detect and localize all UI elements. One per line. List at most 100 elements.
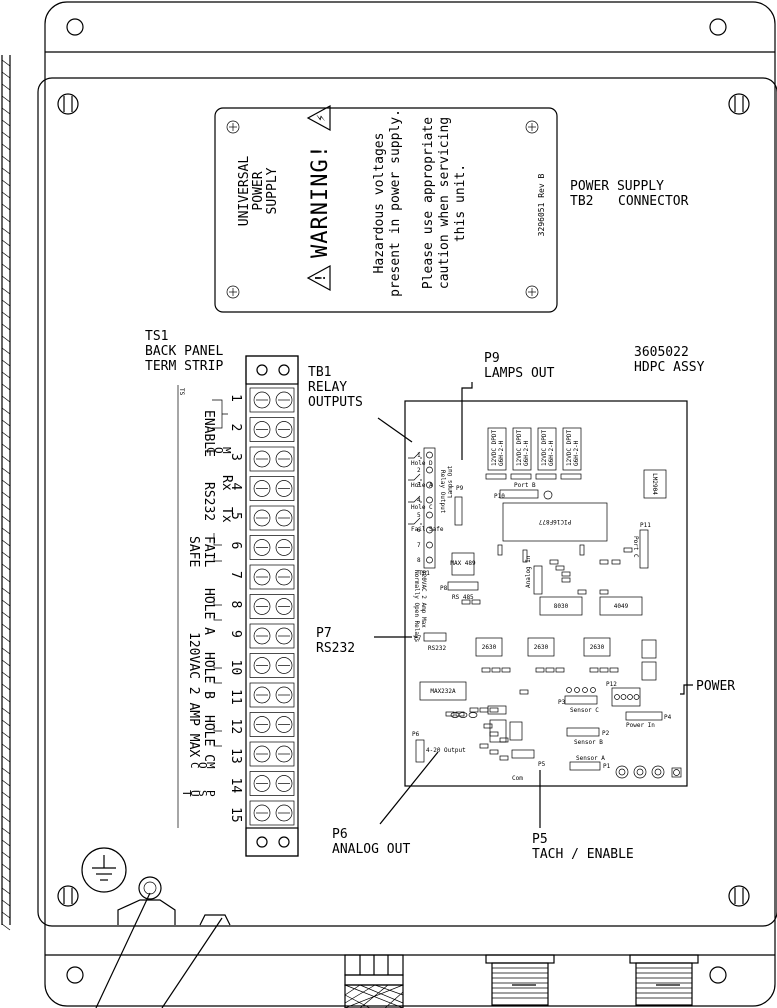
pcb-chip-lm-label: LM2904: [651, 473, 658, 495]
warning-title-line1: UNIVERSAL: [237, 156, 252, 227]
pcb-chip-main: [502, 502, 608, 542]
terminal-screw-icon: [253, 804, 271, 822]
terminal-screw-icon: [275, 745, 293, 763]
term-label-hole-c: HOLE C: [201, 715, 216, 762]
term-label-com2-m: M: [204, 762, 217, 769]
terminal-screw-icon: [253, 509, 271, 527]
terminal-2: [249, 417, 295, 442]
warning-screw-bl-icon: [226, 285, 240, 299]
pcb-label-p7: P7: [414, 635, 422, 642]
tb1-pin-number: 7: [417, 542, 421, 549]
pcb-p4-connector: [625, 711, 663, 721]
terminal-number-8: 8: [228, 601, 243, 609]
pcb-opto-3: [583, 637, 611, 657]
terminal-screw-icon: [275, 480, 293, 497]
term-label-tx: Tx: [219, 507, 234, 523]
terminal-screw-icon: [253, 539, 271, 556]
pcb-chip-4049-label: 4049: [614, 603, 629, 610]
pcb-label-hole-d: Hole D: [411, 460, 433, 467]
terminal-screw-icon: [275, 568, 293, 586]
warning-title-line3: SUPPLY: [265, 167, 280, 214]
tb1-pin: [426, 526, 433, 534]
label-ts1-line3: TERM STRIP: [145, 359, 223, 374]
terminal-11: [249, 682, 295, 708]
term-label-p: P: [204, 790, 217, 797]
pcb-opto-3-label: 2630: [590, 644, 605, 651]
pcb-opto-1: [475, 637, 503, 657]
pcb-label-p5: P5: [538, 761, 546, 768]
pcb-chip-4049: [599, 596, 643, 616]
label-p9-line1: P9: [484, 351, 500, 366]
terminal-screw-icon: [253, 775, 271, 792]
pcb-label-relay-output: Relay Output: [439, 470, 446, 514]
terminal-screw-icon: [253, 657, 271, 674]
pcb-label-power-in: Power In: [626, 722, 655, 729]
pcb-relay-label: 12VDC DPDT: [541, 429, 548, 466]
pcb-label-p3: P3: [558, 699, 566, 706]
pcb-p12-connector: [611, 687, 641, 707]
pcb-p5-connector: [511, 749, 535, 759]
terminal-screw-icon: [253, 686, 271, 704]
label-power-supply-line3: CONNECTOR: [618, 194, 689, 209]
terminal-number-4: 4: [228, 483, 243, 491]
pcb-chip-lm: [643, 469, 667, 499]
hole-b-contact-icon: [213, 660, 222, 684]
warning-text-line2: present in power supply.: [388, 109, 403, 297]
terminal-number-10: 10: [228, 660, 243, 676]
leader-lines: [95, 382, 693, 1008]
pcb-label-sensor-c: Sensor C: [570, 707, 599, 714]
pcb-p11-connector: [639, 529, 649, 569]
label-assy-line1: 3605022: [634, 345, 689, 360]
terminal-screw-icon: [275, 539, 293, 556]
terminal-6: [249, 535, 295, 560]
warning-title-line2: POWER: [251, 171, 266, 210]
term-label-fail: FAIL: [201, 536, 216, 567]
terminal-9: [249, 623, 295, 649]
pcb-analog-in-connector: [533, 565, 543, 595]
pcb-relay-4: [562, 427, 582, 471]
pcb-p10-connector: [499, 489, 539, 499]
warning-text-line1: Hazardous voltages: [372, 133, 387, 274]
connector-bottom-2: [629, 954, 699, 1006]
pcb-label-lamps-out: Lamps Out: [447, 465, 454, 498]
label-tb1-line1: TB1: [308, 365, 331, 380]
terminal-number-2: 2: [228, 424, 243, 432]
terminal-number-5: 5: [228, 512, 243, 520]
connector-bottom-1: [485, 954, 555, 1006]
terminal-15: [249, 800, 295, 826]
tb1-pin: [426, 466, 433, 474]
term-label-t: T: [180, 790, 193, 797]
term-label-rx: Rx: [219, 475, 234, 491]
tb1-pin-number: 2: [417, 467, 421, 474]
terminal-8: [249, 594, 295, 619]
pcb-chip-max489-label: MAX 489: [450, 560, 476, 567]
pcb-label-p1: P1: [603, 763, 611, 770]
terminal-12: [249, 712, 295, 737]
warning-text-line4: caution when servicing: [437, 117, 452, 289]
terminal-number-1: 1: [228, 394, 243, 402]
tb1-pin: [426, 511, 433, 519]
pcb-chip-8030: [539, 596, 583, 616]
term-label-com-o: O: [212, 447, 225, 454]
pcb-label-p10: P10: [494, 493, 505, 500]
terminal-10: [249, 653, 295, 678]
terminal-screw-icon: [253, 568, 271, 586]
pcb-label-sensor-a: Sensor A: [576, 755, 605, 762]
terminal-screw-icon: [253, 627, 271, 645]
tb1-pin: [426, 451, 433, 459]
hole-a-contact-icon: [213, 596, 222, 621]
term-label-hole-a: HOLE A: [201, 588, 216, 635]
pcb-tb1-connector: [423, 447, 436, 569]
terminal-screw-icon: [275, 686, 293, 704]
pcb-label-analog-out: 4-20 Output: [426, 747, 466, 754]
pcb-label-com: Com: [512, 775, 523, 782]
terminal-number-14: 14: [228, 778, 243, 794]
terminal-screw-icon: [253, 391, 271, 409]
tb1-pin-number: 4: [417, 497, 421, 504]
pcb-label-rs232: RS232: [428, 645, 446, 652]
terminal-number-15: 15: [228, 807, 243, 823]
terminal-number-3: 3: [228, 453, 243, 461]
warning-text-line3: Please use appropriate: [421, 117, 436, 289]
svg-text:!: !: [314, 274, 329, 282]
